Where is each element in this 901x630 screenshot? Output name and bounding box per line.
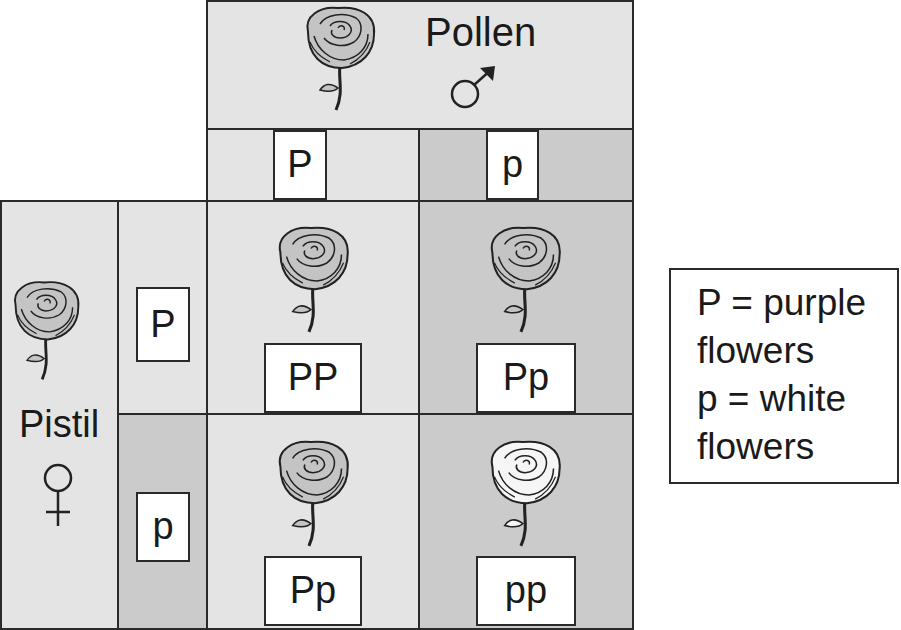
legend-text: P = purple flowers <box>697 279 886 375</box>
rose-icon <box>307 8 374 110</box>
allele-box: Pp <box>476 343 576 413</box>
rose-icon <box>492 228 560 332</box>
genotype-label: p <box>502 144 523 186</box>
allele-box: Pp <box>264 556 362 626</box>
allele-box: pp <box>476 556 576 626</box>
allele-box: p <box>486 130 539 200</box>
header-band: Pollen <box>207 0 633 129</box>
legend-box <box>670 269 898 483</box>
genotype-label: Pp <box>503 357 549 399</box>
female-symbol <box>45 465 71 526</box>
header-label: Pollen <box>425 10 536 54</box>
legend-text: p = white flowers <box>697 375 886 471</box>
male-arrowhead <box>480 66 495 81</box>
rose-icon <box>280 442 348 546</box>
genotype-label: P <box>287 144 312 186</box>
allele-box: P <box>136 287 190 362</box>
rose-icon <box>15 282 78 379</box>
allele-box: P <box>273 130 327 200</box>
genotype-label: P <box>150 304 175 346</box>
genotype-label: p <box>152 506 173 548</box>
legend-box: P = purple flowersp = white flowers <box>670 269 898 483</box>
rose-icon <box>280 228 348 332</box>
genotype-label: pp <box>505 570 547 612</box>
genotype-label: Pp <box>290 570 336 612</box>
header-band: Pistil <box>0 201 118 630</box>
header-label: Pistil <box>0 404 118 446</box>
male-symbol <box>452 69 492 107</box>
genotype-label: PP <box>288 357 339 399</box>
rose-icon <box>492 442 560 546</box>
allele-box: PP <box>264 343 362 413</box>
allele-box: p <box>136 492 190 562</box>
